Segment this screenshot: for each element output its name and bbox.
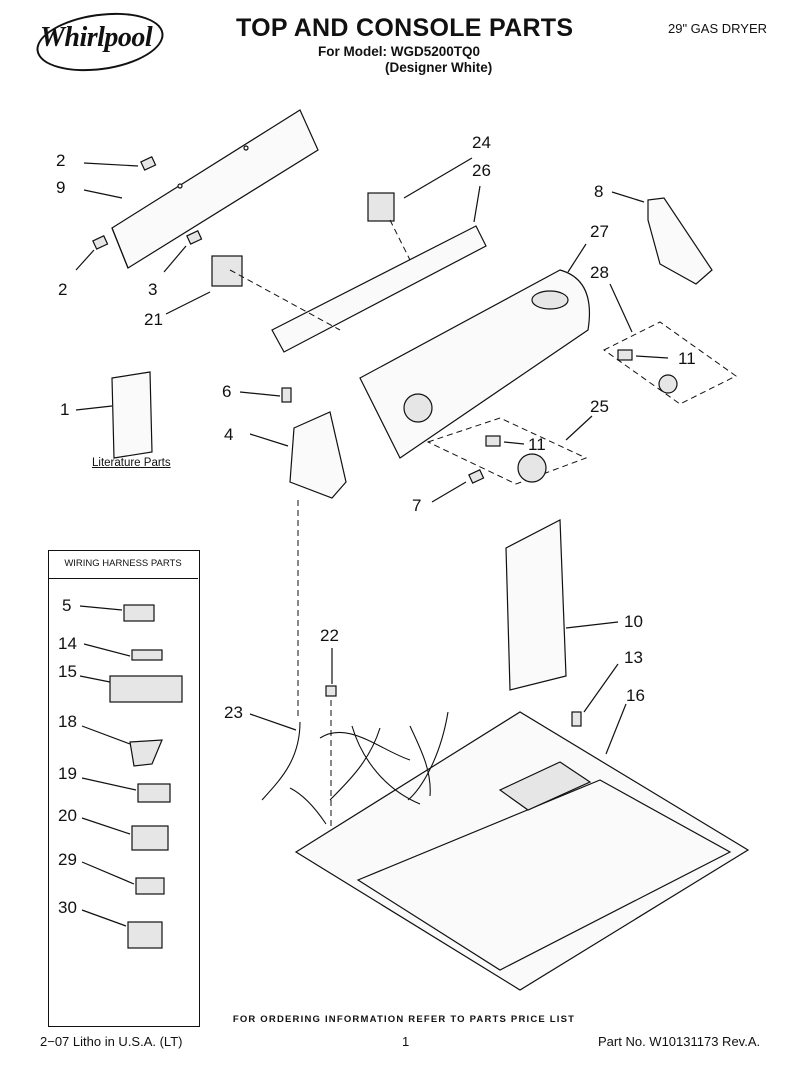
part-6-screw	[281, 387, 292, 403]
callout-2-upper: 2	[56, 151, 66, 170]
part-26-console-bracket	[271, 225, 487, 353]
page-title: TOP AND CONSOLE PARTS	[236, 14, 574, 42]
callout-7: 7	[412, 496, 422, 515]
part-1-literature	[111, 371, 153, 459]
brand-logo: Whirlpool	[40, 22, 153, 53]
part-20-housing	[131, 825, 169, 851]
part-2-screw-lower	[92, 235, 109, 250]
callout-20: 20	[58, 806, 77, 825]
callout-25: 25	[590, 397, 609, 416]
part-19-clip	[137, 783, 171, 803]
part-5-terminal-block	[123, 604, 155, 622]
part-28-knob	[658, 374, 678, 394]
model-number: For Model: WGD5200TQ0	[318, 44, 481, 59]
part-3-screw	[186, 230, 203, 245]
part-14-terminal	[131, 649, 163, 661]
part-8-end-cap	[647, 197, 713, 285]
part-30-connector	[127, 921, 163, 949]
callout-8: 8	[594, 182, 604, 201]
callout-18: 18	[58, 712, 77, 731]
callout-23: 23	[224, 703, 243, 722]
callout-9: 9	[56, 178, 66, 197]
callout-6: 6	[222, 382, 232, 401]
part-13-screw	[571, 711, 582, 727]
page-number: 1	[402, 1034, 410, 1049]
part-7-screw	[468, 469, 485, 484]
part-15-connector	[109, 675, 183, 703]
callout-26: 26	[472, 161, 491, 180]
callout-11-upper: 11	[678, 349, 696, 368]
wiring-harness-heading: WIRING HARNESS PARTS	[48, 550, 198, 579]
part-10-lint-screen	[505, 519, 567, 691]
callout-16: 16	[626, 686, 645, 705]
model-variant: (Designer White)	[385, 60, 493, 75]
callout-2-lower: 2	[58, 280, 68, 299]
callout-5: 5	[62, 596, 72, 615]
part-4-cover	[289, 411, 347, 499]
part-25-knob	[517, 453, 547, 483]
litho-info: 2−07 Litho in U.S.A. (LT)	[40, 1034, 183, 1049]
callout-29: 29	[58, 850, 77, 869]
callout-28: 28	[590, 263, 609, 282]
callout-4: 4	[224, 425, 234, 444]
callout-leader-lines	[75, 157, 669, 927]
part-9-rear-panel	[111, 109, 319, 269]
callout-3: 3	[148, 280, 158, 299]
part-number: Part No. W10131173 Rev.A.	[598, 1034, 761, 1049]
callout-27: 27	[590, 222, 609, 241]
product-category: 29" GAS DRYER	[668, 21, 768, 36]
callout-15: 15	[58, 662, 77, 681]
part-18-clip	[129, 739, 163, 767]
callout-22: 22	[320, 626, 339, 645]
part-11-bushing-upper	[617, 349, 633, 361]
callout-30: 30	[58, 898, 77, 917]
ordering-note: FOR ORDERING INFORMATION REFER TO PARTS …	[232, 1014, 576, 1025]
part-23-wire-harness	[261, 711, 449, 825]
callout-21: 21	[144, 310, 163, 329]
callout-14: 14	[58, 634, 77, 653]
callout-13: 13	[624, 648, 643, 667]
callout-11-lower: 11	[528, 435, 546, 454]
callout-1: 1	[60, 400, 70, 419]
literature-parts-label: Literature Parts	[92, 457, 171, 469]
part-24-switch	[367, 192, 395, 222]
part-2-screw-upper	[140, 156, 157, 171]
part-11-bushing-lower	[485, 435, 501, 447]
callout-19: 19	[58, 764, 77, 783]
part-22-clip	[325, 685, 337, 697]
wiring-harness-box	[48, 550, 200, 1027]
callout-10: 10	[624, 612, 643, 631]
callout-24: 24	[472, 133, 491, 152]
part-21-timer	[211, 255, 243, 287]
part-29-connector	[135, 877, 165, 895]
